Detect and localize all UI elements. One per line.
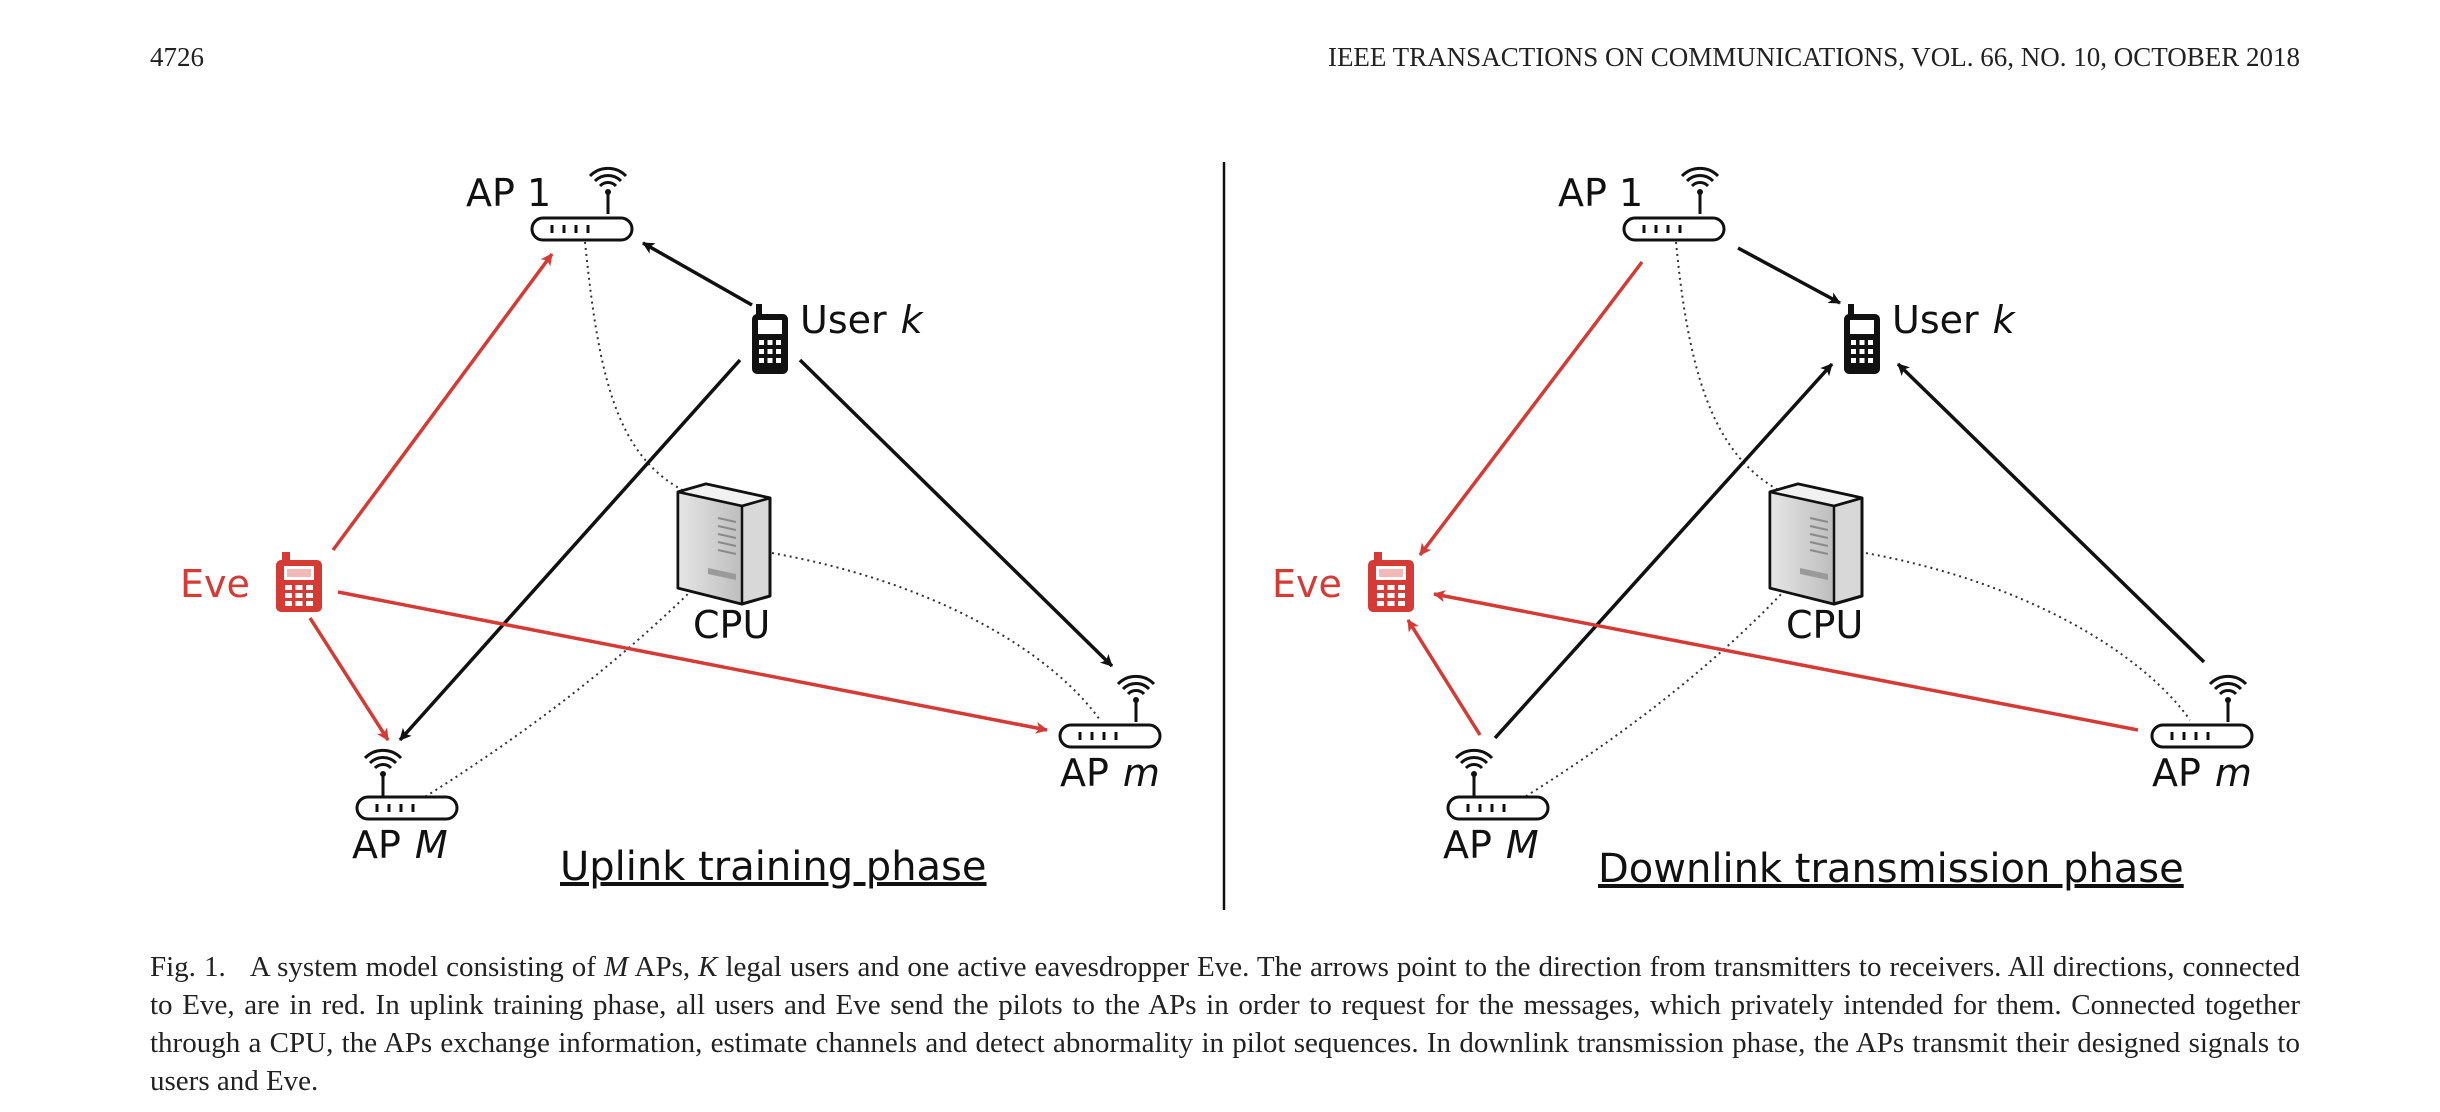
eve-node: Eve	[1272, 552, 1414, 612]
figure-caption: Fig. 1. A system model consisting of M A…	[150, 948, 2300, 1100]
link-user-to-apm	[798, 358, 1114, 668]
backhaul-ap1-cpu	[1675, 241, 1801, 501]
server-icon	[1768, 482, 1864, 606]
link-eve-to-apM	[308, 617, 390, 741]
backhaul-apm-cpu	[1859, 551, 2191, 721]
phone-icon	[752, 304, 788, 374]
link-ap1-to-user	[1737, 246, 1841, 305]
caption-label: Fig. 1.	[150, 951, 226, 983]
link-apm-to-user	[1896, 362, 2206, 664]
link-apM-to-eve	[1406, 619, 1482, 736]
cpu-label: CPU	[693, 603, 770, 647]
link-apM-to-user	[1493, 362, 1834, 740]
backhaul-ap1-cpu	[584, 241, 706, 501]
ap1-label: AP 1	[1558, 171, 1643, 215]
caption-text-2: APs,	[628, 951, 699, 983]
server-icon	[676, 482, 772, 606]
ap1-label: AP 1	[466, 171, 551, 215]
eavesdropper-phone-icon	[276, 552, 322, 612]
caption-text-1: A system model consisting of	[249, 951, 604, 983]
access-point-icon	[1622, 216, 1726, 242]
link-user-to-apM	[398, 358, 742, 742]
eve-node: Eve	[180, 552, 322, 612]
link-user-to-ap1	[642, 241, 753, 307]
access-point-icon	[530, 216, 634, 242]
wifi-icon	[1116, 674, 1156, 724]
caption-var-M: M	[603, 951, 629, 983]
link-eve-to-apm	[337, 590, 1048, 734]
ap1-node: AP 1	[1558, 166, 1726, 242]
phone-icon	[1844, 304, 1880, 374]
access-point-icon	[2150, 723, 2254, 749]
access-point-icon	[1446, 795, 1550, 821]
backhaul-apM-cpu	[1519, 589, 1786, 801]
running-header: IEEE TRANSACTIONS ON COMMUNICATIONS, VOL…	[1327, 42, 2300, 72]
eve-label: Eve	[180, 562, 250, 606]
access-point-icon	[355, 795, 459, 821]
backhaul-apm-cpu	[765, 551, 1101, 721]
eve-label: Eve	[1272, 562, 1342, 606]
access-point-icon	[1058, 723, 1162, 749]
page-number: 4726	[150, 42, 204, 72]
caption-text-3: legal users and one active eavesdropper …	[150, 951, 2300, 1097]
ap1-node: AP 1	[466, 166, 634, 242]
caption-var-K: K	[698, 951, 718, 983]
uplink-phase-title: Uplink training phase	[560, 844, 987, 890]
eavesdropper-phone-icon	[1368, 552, 1414, 612]
cpu-node: CPU	[1768, 482, 1864, 647]
link-ap1-to-eve	[1418, 260, 1644, 557]
wifi-icon	[588, 166, 628, 216]
wifi-icon	[2208, 674, 2248, 724]
wifi-icon	[1454, 748, 1494, 798]
link-eve-to-ap1	[331, 252, 554, 552]
link-apm-to-eve	[1433, 590, 2139, 732]
wifi-icon	[1680, 166, 1720, 216]
wifi-icon	[363, 748, 403, 798]
cpu-label: CPU	[1786, 603, 1863, 647]
backhaul-apM-cpu	[419, 589, 693, 801]
cpu-node: CPU	[676, 482, 772, 647]
downlink-phase-title: Downlink transmission phase	[1598, 846, 2184, 892]
